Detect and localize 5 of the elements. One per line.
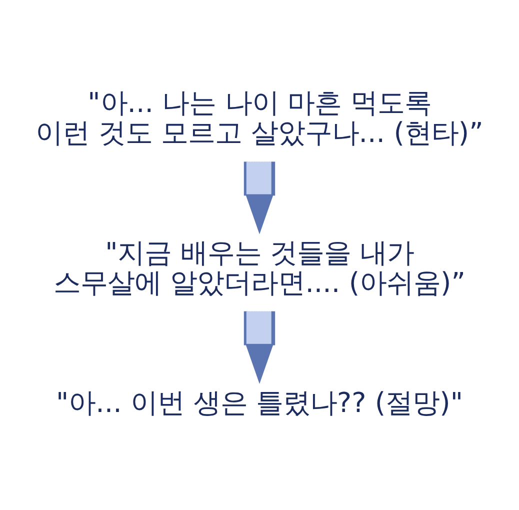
node-text: "아... 나는 나이 마흔 먹도록 이런 것도 모르고 살았구나... (현타)” bbox=[36, 88, 484, 150]
arrow bbox=[244, 162, 276, 234]
node-text: "지금 배우는 것들을 내가 스무살에 알았더라면.... (아쉬움)” bbox=[53, 238, 466, 299]
node-text: "아... 이번 생은 틀렸나?? (절망)" bbox=[56, 388, 463, 419]
arrow bbox=[244, 311, 276, 384]
